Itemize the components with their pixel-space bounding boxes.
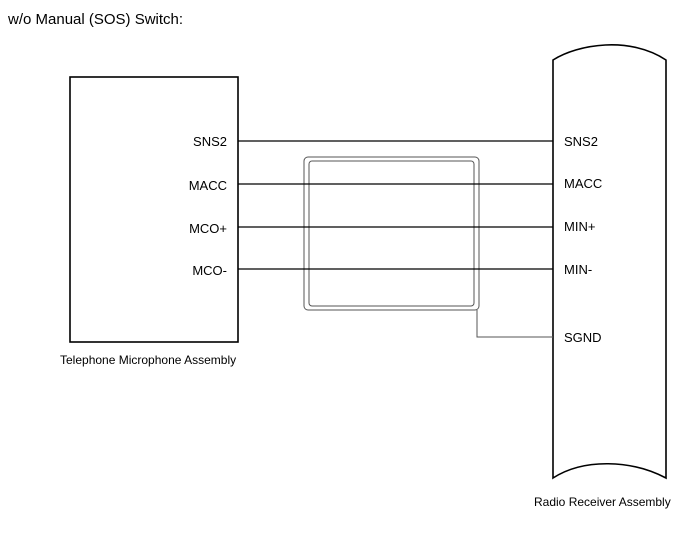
cable-shield-outer bbox=[303, 156, 480, 311]
cable-shield-inner bbox=[308, 160, 475, 307]
left-pin-mco-plus: MCO+ bbox=[189, 221, 227, 236]
radio-receiver-assembly-label: Radio Receiver Assembly bbox=[534, 495, 671, 509]
left-pin-mco-minus: MCO- bbox=[192, 263, 227, 278]
right-pin-macc: MACC bbox=[564, 176, 602, 191]
right-pin-sgnd: SGND bbox=[564, 330, 602, 345]
right-pin-min-plus: MIN+ bbox=[564, 219, 595, 234]
right-pin-sns2: SNS2 bbox=[564, 134, 598, 149]
wire-shield-ground bbox=[476, 310, 553, 338]
diagram-title: w/o Manual (SOS) Switch: bbox=[7, 11, 183, 28]
radio-receiver-assembly-shape bbox=[552, 44, 667, 480]
telephone-microphone-assembly-box bbox=[69, 76, 239, 343]
left-pin-sns2: SNS2 bbox=[193, 134, 227, 149]
telephone-microphone-assembly-label: Telephone Microphone Assembly bbox=[60, 353, 236, 367]
right-pin-min-minus: MIN- bbox=[564, 262, 592, 277]
left-pin-macc: MACC bbox=[189, 178, 227, 193]
